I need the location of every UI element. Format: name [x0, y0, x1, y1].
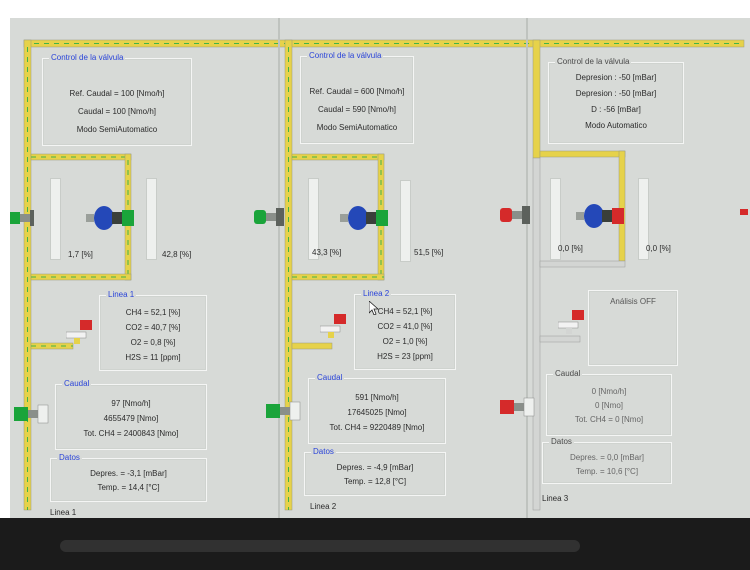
caudal-line: 4655479 [Nmo]	[103, 414, 159, 423]
valve-control-panel[interactable]: Control de la válvula Ref. Caudal = 100 …	[42, 53, 192, 146]
control-line: Modo SemiAutomatico	[316, 123, 398, 132]
analysis-line: CO2 = 41,0 [%]	[377, 322, 433, 331]
control-valve-icon[interactable]	[340, 204, 388, 232]
flow-meter-icon[interactable]	[500, 396, 540, 418]
analyzer-valve-icon[interactable]	[557, 310, 584, 334]
flow-meter-icon[interactable]	[266, 400, 306, 422]
panel-title: Caudal	[62, 379, 92, 388]
datos-line: Temp. = 12,8 [°C]	[343, 477, 407, 486]
caudal-line: Tot. CH4 = 2400843 [Nmo]	[83, 429, 179, 438]
caudal-panel[interactable]: Caudal 97 [Nmo/h] 4655479 [Nmo] Tot. CH4…	[55, 379, 207, 450]
control-line: Modo SemiAutomatico	[76, 125, 158, 134]
caudal-line: 17645025 [Nmo]	[347, 408, 407, 417]
gauge-right	[638, 178, 649, 260]
caudal-line: 97 [Nmo/h]	[111, 399, 151, 408]
valve-control-panel[interactable]: Control de la válvula Ref. Caudal = 600 …	[300, 51, 414, 144]
analysis-panel[interactable]: Linea 2 CH4 = 52,1 [%] CO2 = 41,0 [%] O2…	[354, 289, 456, 370]
control-line: Depresion : -50 [mBar]	[575, 89, 657, 98]
gauge-right-value: 51,5 [%]	[414, 248, 444, 257]
caudal-line: 0 [Nmo/h]	[591, 387, 627, 396]
analysis-line: H2S = 23 [ppm]	[377, 352, 433, 361]
control-line: Ref. Caudal = 100 [Nmo/h]	[69, 89, 165, 98]
gauge-right	[146, 178, 157, 260]
panel-title: Control de la válvula	[307, 51, 384, 60]
inlet-valve-icon[interactable]	[254, 206, 286, 228]
analysis-line: H2S = 11 [ppm]	[125, 353, 181, 362]
gauge-right	[400, 180, 411, 262]
inlet-valve-icon[interactable]	[500, 204, 532, 226]
analysis-line: CH4 = 52,1 [%]	[377, 307, 433, 316]
mouse-pointer-icon	[368, 300, 380, 316]
panel-title: Caudal	[315, 373, 345, 382]
gauge-left	[50, 178, 61, 260]
panel-title: Control de la válvula	[49, 53, 126, 62]
analysis-panel[interactable]: Linea 1 CH4 = 52,1 [%] CO2 = 40,7 [%] O2…	[99, 290, 207, 371]
control-line: D : -56 [mBar]	[591, 105, 641, 114]
gauge-left	[308, 178, 319, 260]
panel-title: Control de la válvula	[555, 57, 632, 66]
datos-line: Depres. = 0,0 [mBar]	[569, 453, 645, 462]
datos-line: Depres. = -3,1 [mBar]	[90, 469, 167, 478]
datos-line: Temp. = 10,6 [°C]	[575, 467, 639, 476]
control-line: Caudal = 100 [Nmo/h]	[77, 107, 157, 116]
caudal-panel[interactable]: Caudal 591 [Nmo/h] 17645025 [Nmo] Tot. C…	[308, 373, 446, 444]
lane-label: Linea 3	[542, 494, 569, 503]
analysis-line: CH4 = 52,1 [%]	[125, 308, 181, 317]
analysis-off-label: Análisis OFF	[610, 297, 656, 306]
caudal-line: 0 [Nmo]	[594, 401, 623, 410]
gauge-left-value: 43,3 [%]	[312, 248, 342, 257]
caudal-panel[interactable]: Caudal 0 [Nmo/h] 0 [Nmo] Tot. CH4 = 0 [N…	[546, 369, 672, 436]
caudal-line: Tot. CH4 = 9220489 [Nmo]	[329, 423, 425, 432]
gauge-left-value: 0,0 [%]	[558, 244, 583, 253]
caudal-line: 591 [Nmo/h]	[355, 393, 399, 402]
caudal-line: Tot. CH4 = 0 [Nmo]	[574, 415, 644, 424]
lane-divider	[278, 18, 280, 518]
inlet-valve-icon[interactable]	[10, 208, 36, 228]
scada-screen: Control de la válvula Ref. Caudal = 100 …	[10, 18, 750, 518]
control-line: Ref. Caudal = 600 [Nmo/h]	[309, 87, 405, 96]
analysis-line: CO2 = 40,7 [%]	[125, 323, 181, 332]
control-line: Modo Automatico	[585, 121, 647, 130]
gauge-right-value: 0,0 [%]	[646, 244, 671, 253]
datos-panel[interactable]: Datos Depres. = 0,0 [mBar] Temp. = 10,6 …	[542, 437, 672, 484]
control-line: Depresion : -50 [mBar]	[575, 73, 657, 82]
analysis-line: O2 = 1,0 [%]	[382, 337, 428, 346]
datos-line: Depres. = -4,9 [mBar]	[336, 463, 414, 472]
panel-title: Datos	[57, 453, 82, 462]
bezel-reflection	[60, 540, 580, 552]
gauge-left-value: 1,7 [%]	[68, 250, 93, 259]
panel-title: Datos	[549, 437, 574, 446]
analyzer-valve-icon[interactable]	[319, 314, 346, 338]
lane-label: Linea 1	[50, 508, 77, 517]
datos-line: Temp. = 14,4 [°C]	[97, 483, 160, 492]
panel-title: Linea 1	[106, 290, 137, 299]
control-line: Caudal = 590 [Nmo/h]	[317, 105, 397, 114]
lane-divider	[526, 18, 528, 518]
panel-title: Caudal	[553, 369, 583, 378]
panel-title: Datos	[311, 447, 336, 456]
analyzer-valve-icon[interactable]	[65, 320, 92, 344]
control-valve-icon[interactable]	[86, 204, 134, 232]
analysis-line: O2 = 0,8 [%]	[130, 338, 176, 347]
gauge-right-value: 42,8 [%]	[162, 250, 192, 259]
control-valve-icon[interactable]	[576, 202, 624, 230]
flow-meter-icon[interactable]	[14, 403, 54, 425]
lane-label: Linea 2	[310, 502, 337, 511]
gauge-left	[550, 178, 561, 260]
datos-panel[interactable]: Datos Depres. = -4,9 [mBar] Temp. = 12,8…	[304, 447, 446, 496]
datos-panel[interactable]: Datos Depres. = -3,1 [mBar] Temp. = 14,4…	[50, 453, 207, 502]
valve-control-panel[interactable]: Control de la válvula Depresion : -50 [m…	[548, 57, 684, 144]
analysis-panel[interactable]: Análisis OFF	[588, 290, 678, 366]
panel-title: Linea 2	[361, 289, 392, 298]
next-lane-valve-icon[interactable]	[740, 204, 750, 215]
